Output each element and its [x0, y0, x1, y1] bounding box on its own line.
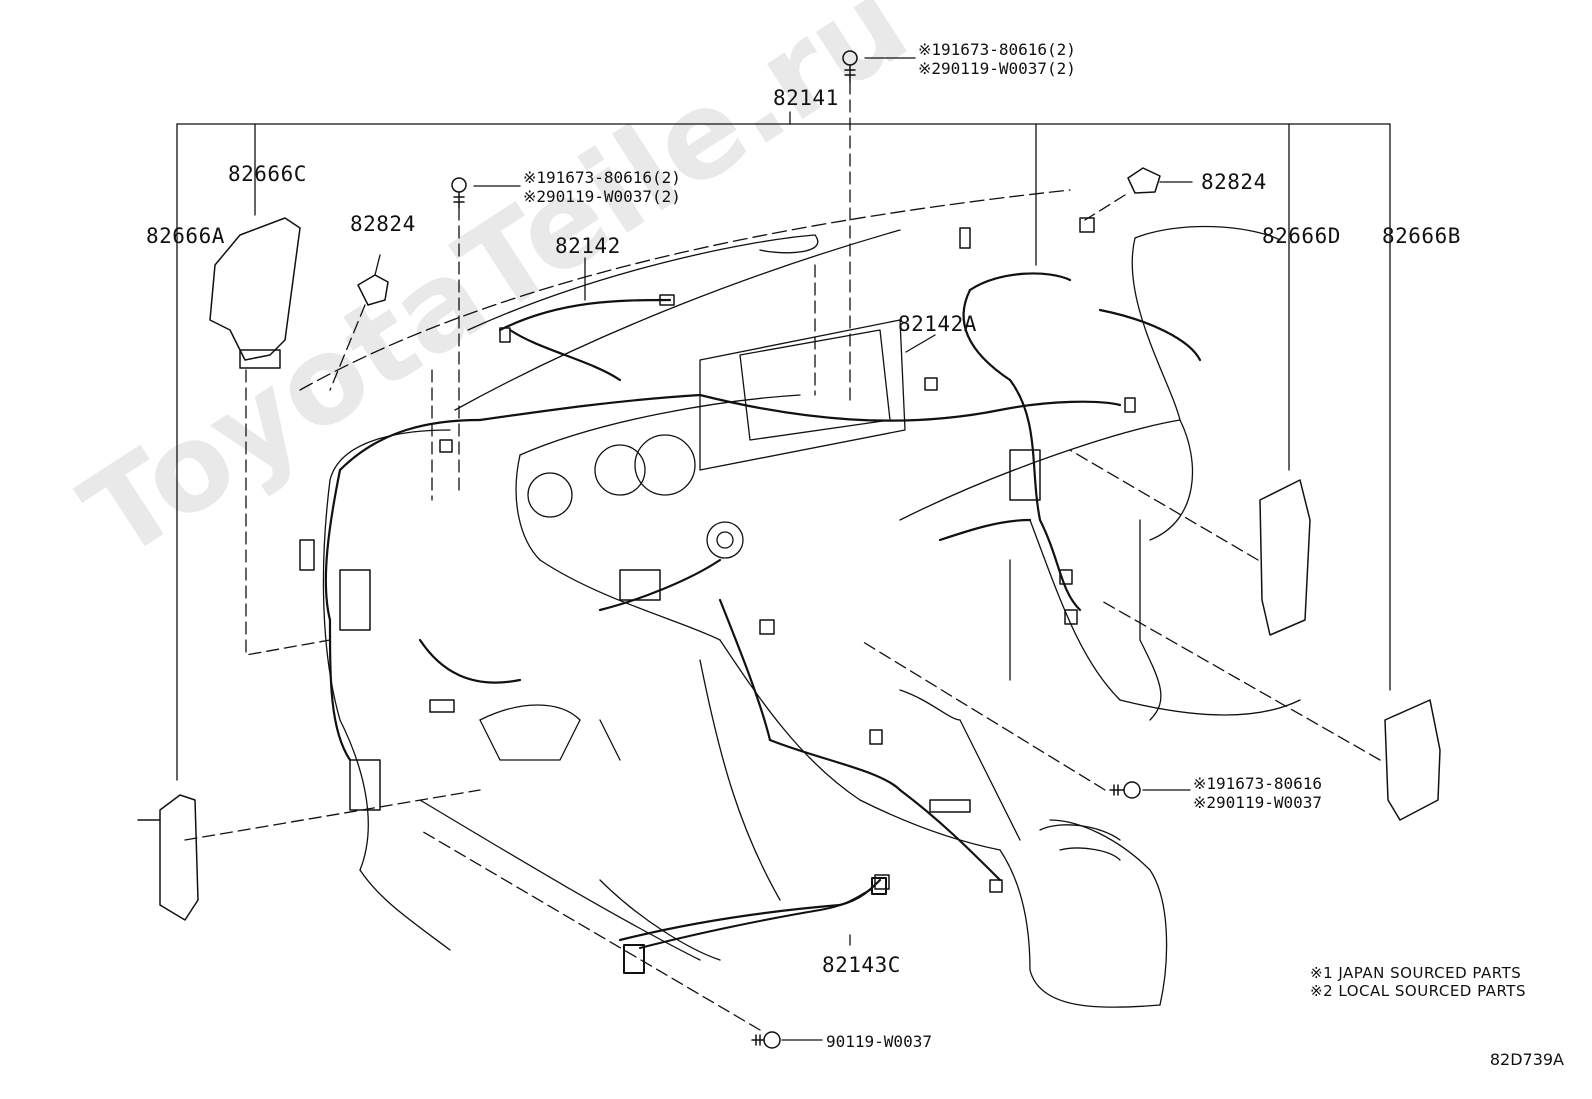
legend: ※1 JAPAN SOURCED PARTS ※2 LOCAL SOURCED … [1310, 964, 1526, 1000]
bolt-note-top-line1: ※191673-80616(2) [918, 40, 1076, 59]
label-82142: 82142 [555, 234, 621, 258]
bolt-note-right: ※191673-80616 ※290119-W0037 [1193, 774, 1322, 812]
clip-82824-right [1127, 167, 1161, 194]
label-bolt-bottom: 90119-W0037 [826, 1032, 932, 1051]
dashboard-outline [299, 189, 1301, 1008]
bolt-top [842, 50, 858, 83]
wiring-harness [324, 272, 1202, 942]
figure-code: 82D739A [1489, 1050, 1564, 1069]
bolt-note-mid-line1: ※191673-80616(2) [523, 168, 681, 187]
bolt-mid [451, 177, 467, 209]
bracket-82666B [1384, 699, 1441, 821]
bolt-note-mid: ※191673-80616(2) ※290119-W0037(2) [523, 168, 681, 206]
label-82666A: 82666A [146, 224, 225, 248]
bolt-note-mid-line2: ※290119-W0037(2) [523, 187, 681, 206]
label-82143C: 82143C [822, 953, 901, 977]
harness-connectors [299, 217, 1136, 893]
label-82142A: 82142A [898, 312, 977, 336]
bolt-note-top-line2: ※290119-W0037(2) [918, 59, 1076, 78]
wire-82143C [623, 877, 887, 974]
label-82666D: 82666D [1262, 224, 1341, 248]
bolt-right [1109, 781, 1141, 799]
bolt-note-right-line2: ※290119-W0037 [1193, 793, 1322, 812]
legend-line-2: ※2 LOCAL SOURCED PARTS [1310, 982, 1526, 1000]
bolt-note-right-line1: ※191673-80616 [1193, 774, 1322, 793]
harness-bracket-82141 [176, 111, 1391, 781]
bracket-82666C [209, 217, 301, 369]
clip-82824-left [357, 274, 389, 306]
dashed-install-lines [184, 81, 1381, 1031]
leader-lines [374, 57, 1193, 1041]
bracket-82666D [1259, 479, 1311, 636]
legend-line-1: ※1 JAPAN SOURCED PARTS [1310, 964, 1522, 982]
bolt-note-top: ※191673-80616(2) ※290119-W0037(2) [918, 40, 1076, 78]
label-82824-right: 82824 [1201, 170, 1267, 194]
label-82824-left: 82824 [350, 212, 416, 236]
label-82141: 82141 [773, 86, 839, 110]
label-82666B: 82666B [1382, 224, 1461, 248]
bolt-bottom [751, 1031, 781, 1049]
label-82666C: 82666C [228, 162, 307, 186]
bracket-82666A [137, 794, 199, 921]
center-display-outline [527, 319, 906, 559]
